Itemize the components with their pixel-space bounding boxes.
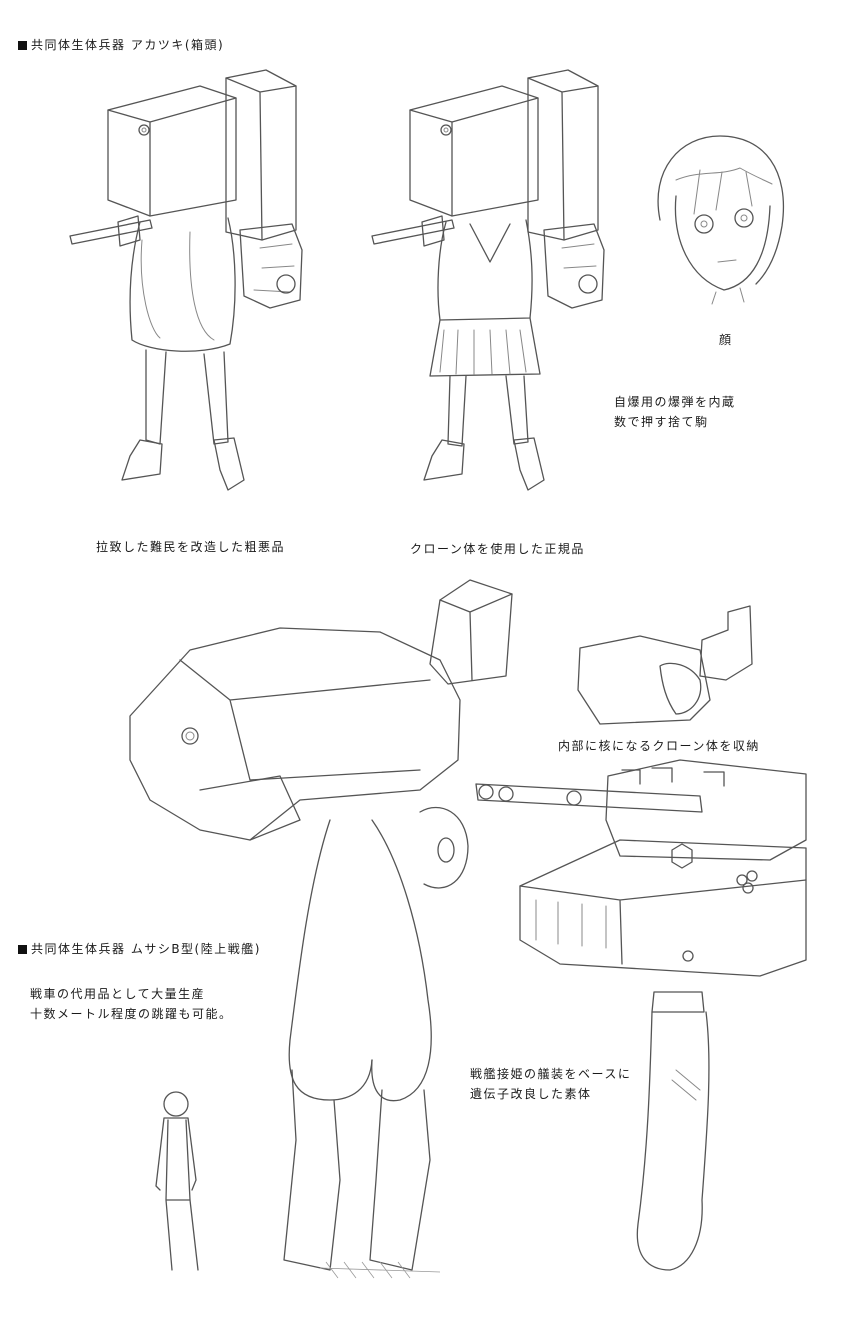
musashi-description: 戦車の代用品として大量生産 十数メートル程度の跳躍も可能。 [30, 984, 233, 1024]
crude-boxhead-figure [69, 69, 303, 491]
square-bullet-icon [18, 41, 27, 50]
base-body-note: 戦艦接姫の艤装をベースに 遺伝子改良した素体 [470, 1064, 631, 1104]
caption-crude-version: 拉致した難民を改造した粗悪品 [96, 540, 286, 554]
section1-header-text: 共同体生体兵器 アカツキ(箱頭) [31, 38, 225, 52]
note-line-2: 数で押す捨て駒 [614, 415, 709, 429]
musashi-walker [129, 579, 513, 1279]
section1-header: 共同体生体兵器 アカツキ(箱頭) [18, 36, 224, 55]
section2-header-text: 共同体生体兵器 ムサシB型(陸上戦艦) [31, 942, 261, 956]
desc-line-2: 十数メートル程度の跳躍も可能。 [30, 1007, 233, 1021]
self-destruct-note: 自爆用の爆弾を内蔵 数で押す捨て駒 [614, 392, 736, 432]
turret-sketch [475, 759, 807, 1271]
square-bullet-icon [18, 945, 27, 954]
face-sketch [657, 135, 784, 305]
note-line-1: 自爆用の爆弾を内蔵 [614, 395, 736, 409]
base-line-1: 戦艦接姫の艤装をベースに [470, 1067, 632, 1081]
regular-boxhead-figure [371, 69, 605, 491]
base-line-2: 遺伝子改良した素体 [470, 1087, 592, 1101]
core-fragment-sketch [577, 605, 753, 725]
desc-line-1: 戦車の代用品として大量生産 [30, 987, 206, 1001]
caption-regular-version: クローン体を使用した正規品 [410, 542, 585, 556]
core-clone-label: 内部に核になるクローン体を収納 [558, 739, 760, 753]
face-label: 顔 [719, 333, 733, 347]
human-scale-figure [155, 1091, 199, 1271]
section2-header: 共同体生体兵器 ムサシB型(陸上戦艦) [18, 940, 261, 959]
